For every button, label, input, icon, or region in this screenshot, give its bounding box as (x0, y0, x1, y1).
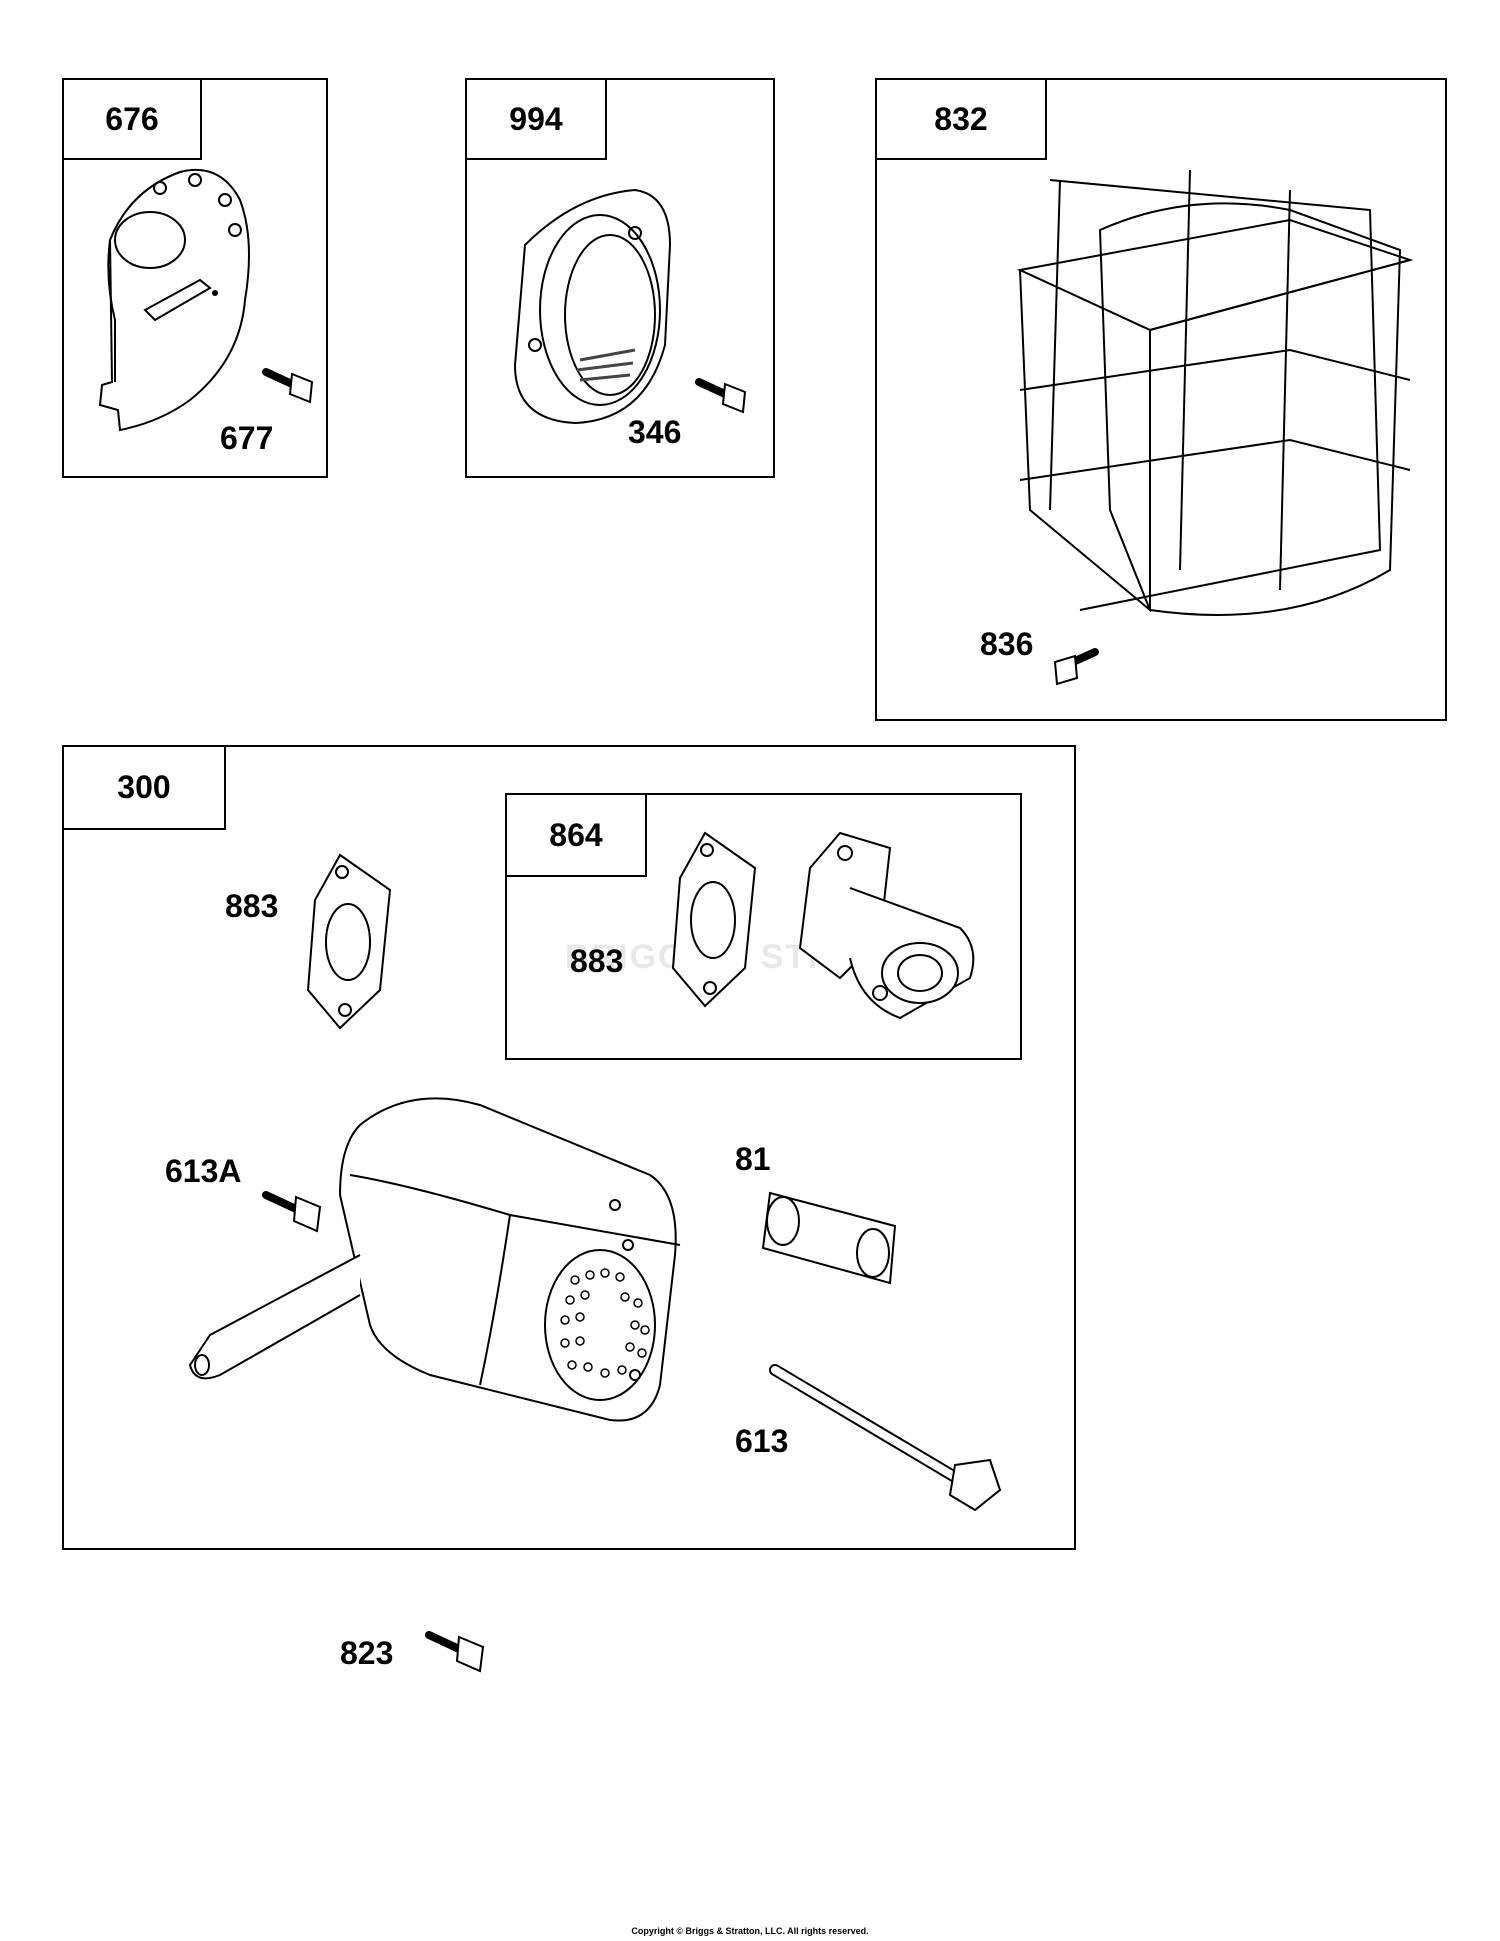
gasket-883-kit-drawing (665, 828, 765, 1008)
muffler-drawing (180, 1085, 710, 1445)
label-346: 346 (628, 414, 682, 450)
group-box-864: 864 (505, 793, 1022, 1060)
exhaust-elbow-drawing (790, 828, 990, 1028)
clamp-81-drawing (755, 1188, 905, 1288)
screw-823-drawing (425, 1625, 495, 1680)
group-box-832: 832 (875, 78, 1447, 721)
label-836: 836 (980, 626, 1034, 662)
label-883-standalone: 883 (225, 888, 279, 924)
screw-677-drawing (262, 362, 322, 412)
muffler-guard-drawing (990, 150, 1430, 670)
spark-arrester-drawing (495, 185, 675, 425)
screw-346-drawing (695, 372, 755, 422)
label-613: 613 (735, 1423, 789, 1459)
gasket-883-drawing (300, 850, 400, 1030)
label-823: 823 (340, 1635, 394, 1671)
group-tag-994: 994 (467, 80, 607, 160)
group-tag-676: 676 (64, 80, 202, 160)
group-tag-832: 832 (877, 80, 1047, 160)
group-tag-300: 300 (64, 747, 226, 830)
group-box-676: 676 (62, 78, 328, 478)
label-81: 81 (735, 1141, 771, 1177)
label-883-kit: 883 (570, 943, 624, 979)
muffler-deflector-drawing (90, 160, 260, 440)
group-box-994: 994 (465, 78, 775, 478)
group-box-300: 300 (62, 745, 1076, 1550)
screw-836-drawing (1045, 642, 1105, 692)
bolt-613-drawing (760, 1355, 1010, 1515)
label-677: 677 (220, 420, 274, 456)
label-613a: 613A (165, 1153, 242, 1189)
screw-613a-drawing (262, 1185, 332, 1240)
copyright-notice: Copyright © Briggs & Stratton, LLC. All … (631, 1926, 869, 1936)
group-tag-864: 864 (507, 795, 647, 877)
